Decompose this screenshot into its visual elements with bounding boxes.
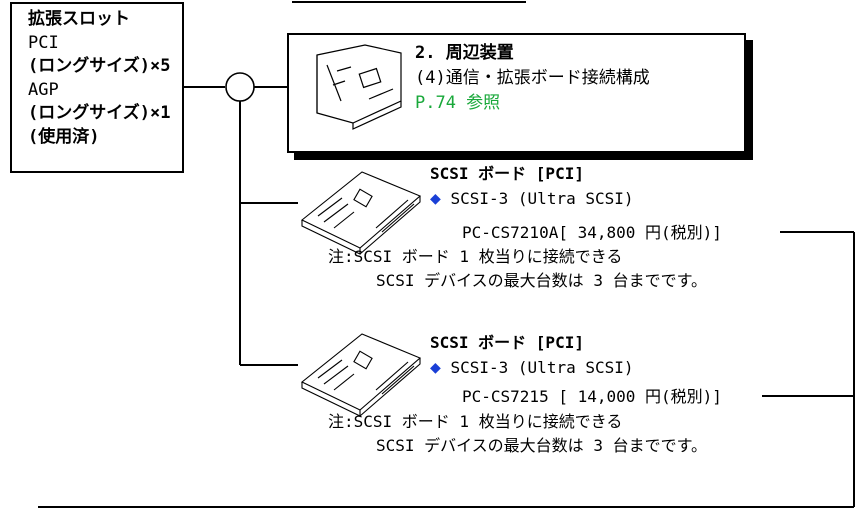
reference-heading: 2. 周辺装置 [415,43,514,63]
slot-agp-size: (ロングサイズ)×1 [28,103,171,123]
board-1-note-line2: SCSI デバイスの最大台数は 3 台までです。 [376,271,707,290]
board-2-spec: SCSI-3 (Ultra SCSI) [450,358,634,377]
slot-agp-used: (使用済) [28,126,100,147]
slot-agp: AGP [28,79,59,100]
diamond-bullet-icon: ◆ [430,357,441,378]
board-2-model: PC-CS7215 [ 14,000 円(税別)] [462,387,722,406]
junction-node [225,72,255,102]
board-1-model: PC-CS7210A[ 34,800 円(税別)] [462,223,722,242]
reference-subheading: (4)通信・拡張ボード接続構成 [415,68,650,88]
board-1-text: SCSI ボード [PCI] ◆ SCSI-3 (Ultra SCSI) [430,161,634,211]
slot-pci: PCI [28,32,59,53]
board-1-spec: SCSI-3 (Ultra SCSI) [450,189,634,208]
reference-box: 2. 周辺装置 (4)通信・拡張ボード接続構成 P.74 参照 [287,33,746,153]
page-reference-link[interactable]: P.74 参照 [415,93,501,113]
scsi-board-icon [300,171,422,255]
slot-pci-size: (ロングサイズ)×5 [28,56,171,76]
expansion-slot-box: 拡張スロット PCI (ロングサイズ)×5 AGP (ロングサイズ)×1 (使用… [10,2,184,173]
scsi-board-icon [300,333,422,417]
board-1-note: 注:SCSI ボード 1 枚当りに接続できる SCSI デバイスの最大台数は 3… [328,245,707,293]
board-2-text: SCSI ボード [PCI] ◆ SCSI-3 (Ultra SCSI) [430,330,634,380]
expansion-card-icon [316,44,402,130]
board-1-note-line1: 注:SCSI ボード 1 枚当りに接続できる [328,247,623,266]
board-2-name: SCSI ボード [PCI] [430,333,584,352]
diamond-bullet-icon: ◆ [430,188,441,209]
board-1-name: SCSI ボード [PCI] [430,164,584,183]
board-2-note: 注:SCSI ボード 1 枚当りに接続できる SCSI デバイスの最大台数は 3… [328,410,707,458]
slot-title: 拡張スロット [28,9,130,29]
board-2-note-line1: 注:SCSI ボード 1 枚当りに接続できる [328,412,623,431]
board-2-note-line2: SCSI デバイスの最大台数は 3 台までです。 [376,436,707,455]
